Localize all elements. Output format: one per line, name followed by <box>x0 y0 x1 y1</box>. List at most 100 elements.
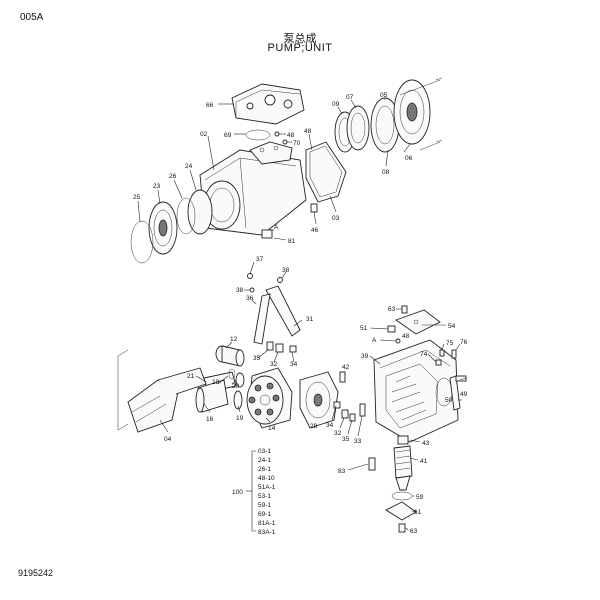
label-32-right: 32 <box>334 430 342 437</box>
leaders-upper <box>137 98 411 241</box>
kit-item-53: 53-1 <box>258 493 271 500</box>
seal-59 <box>391 491 413 501</box>
label-14: 14 <box>268 425 276 432</box>
label-18: 18 <box>212 379 220 386</box>
snap-ring-25 <box>130 220 154 264</box>
plug-70 <box>282 139 288 145</box>
pin-38-left <box>249 287 255 293</box>
label-31: 31 <box>306 316 314 323</box>
label-63-lower: 63 <box>410 528 418 535</box>
kit-number: 100 <box>232 489 243 496</box>
label-08: 08 <box>382 169 390 176</box>
label-37: 37 <box>256 256 264 263</box>
label-33: 33 <box>354 438 362 445</box>
bolt-48-top <box>274 131 280 137</box>
label-25: 25 <box>133 194 141 201</box>
label-59: 59 <box>416 494 424 501</box>
label-43: 43 <box>422 440 430 447</box>
label-34-right: 34 <box>326 422 334 429</box>
plug-35-left <box>266 341 274 351</box>
kit-item-83A: 83A-1 <box>258 529 276 536</box>
seal-24 <box>187 189 213 235</box>
bolt-49 <box>455 375 467 382</box>
plate-50 <box>449 375 461 411</box>
plug-81 <box>261 229 273 239</box>
bolt-63-lower <box>398 523 406 533</box>
label-05: 05 <box>380 92 388 99</box>
break-line-lower <box>117 349 129 431</box>
label-28: 28 <box>310 423 318 430</box>
label-61: 61 <box>414 509 422 516</box>
kit-item-03: 03-1 <box>258 448 271 455</box>
labels-upper: 66 69 48 70 02 48 09 07 05 06 08 03 24 2… <box>133 92 413 245</box>
kit-item-24: 24-1 <box>258 457 271 464</box>
kit-item-26: 26-1 <box>258 466 271 473</box>
label-54: 54 <box>448 323 456 330</box>
label-41: 41 <box>420 458 428 465</box>
gasket-03 <box>305 141 347 203</box>
kit-item-69: 69-1 <box>258 511 271 518</box>
valve-plate-28 <box>299 371 339 429</box>
cylinder-block-14 <box>246 367 293 429</box>
label-16: 16 <box>206 416 214 423</box>
label-66: 66 <box>206 102 214 109</box>
screw-32-right <box>341 409 349 419</box>
plug-35-right <box>349 413 356 422</box>
bolt-76 <box>451 349 457 359</box>
label-49: 49 <box>460 391 468 398</box>
o-ring-69 <box>245 129 271 141</box>
label-21: 21 <box>187 373 195 380</box>
ring-07 <box>346 105 370 151</box>
drive-shaft-04 <box>127 367 207 433</box>
label-48-lower: 48 <box>402 333 410 340</box>
label-51: 51 <box>360 325 368 332</box>
cover-61 <box>385 501 417 521</box>
seal-cover-23 <box>148 201 178 255</box>
label-39: 39 <box>361 353 369 360</box>
label-38-left: 38 <box>236 287 244 294</box>
label-20: 20 <box>232 383 240 390</box>
label-38-right: 38 <box>282 267 290 274</box>
screw-32-left <box>275 343 284 353</box>
pump-housing-02 <box>199 141 307 236</box>
pin-37 <box>247 273 253 279</box>
label-A-upper: A <box>274 224 279 231</box>
nut-34-right <box>333 401 341 409</box>
washer-18 <box>228 368 236 380</box>
label-69: 69 <box>224 132 232 139</box>
label-81: 81 <box>288 238 296 245</box>
label-36: 36 <box>246 295 254 302</box>
label-35-left: 35 <box>253 355 261 362</box>
label-70: 70 <box>293 140 301 147</box>
label-07: 07 <box>346 94 354 101</box>
label-02: 02 <box>200 131 208 138</box>
label-12: 12 <box>230 336 238 343</box>
o-ring-48-lower <box>395 338 401 344</box>
label-23: 23 <box>153 183 161 190</box>
label-48-top: 48 <box>287 132 295 139</box>
plug-51 <box>387 325 396 333</box>
label-32-left: 32 <box>270 361 278 368</box>
washer-19 <box>233 390 243 410</box>
plug-83 <box>368 457 376 471</box>
label-76: 76 <box>460 339 468 346</box>
leaders-middle <box>159 261 467 531</box>
label-42: 42 <box>342 364 350 371</box>
label-03: 03 <box>332 215 340 222</box>
kit-item-81A: 81A-1 <box>258 520 276 527</box>
label-04: 04 <box>164 436 172 443</box>
pin-38-right <box>277 277 283 283</box>
end-cover-06 <box>393 79 431 145</box>
label-74: 74 <box>420 351 428 358</box>
title-chinese: 泵总成 <box>283 33 317 45</box>
label-06: 06 <box>405 155 413 162</box>
plug-46 <box>310 203 318 213</box>
kit-item-48: 48-10 <box>258 475 275 482</box>
regulator-41 <box>393 445 413 491</box>
o-ring-43 <box>397 435 409 445</box>
label-24: 24 <box>185 163 193 170</box>
label-A-lower: A <box>372 337 377 344</box>
kit-item-59: 59-1 <box>258 502 271 509</box>
label-35-right: 35 <box>342 436 350 443</box>
label-34-left: 34 <box>290 361 298 368</box>
